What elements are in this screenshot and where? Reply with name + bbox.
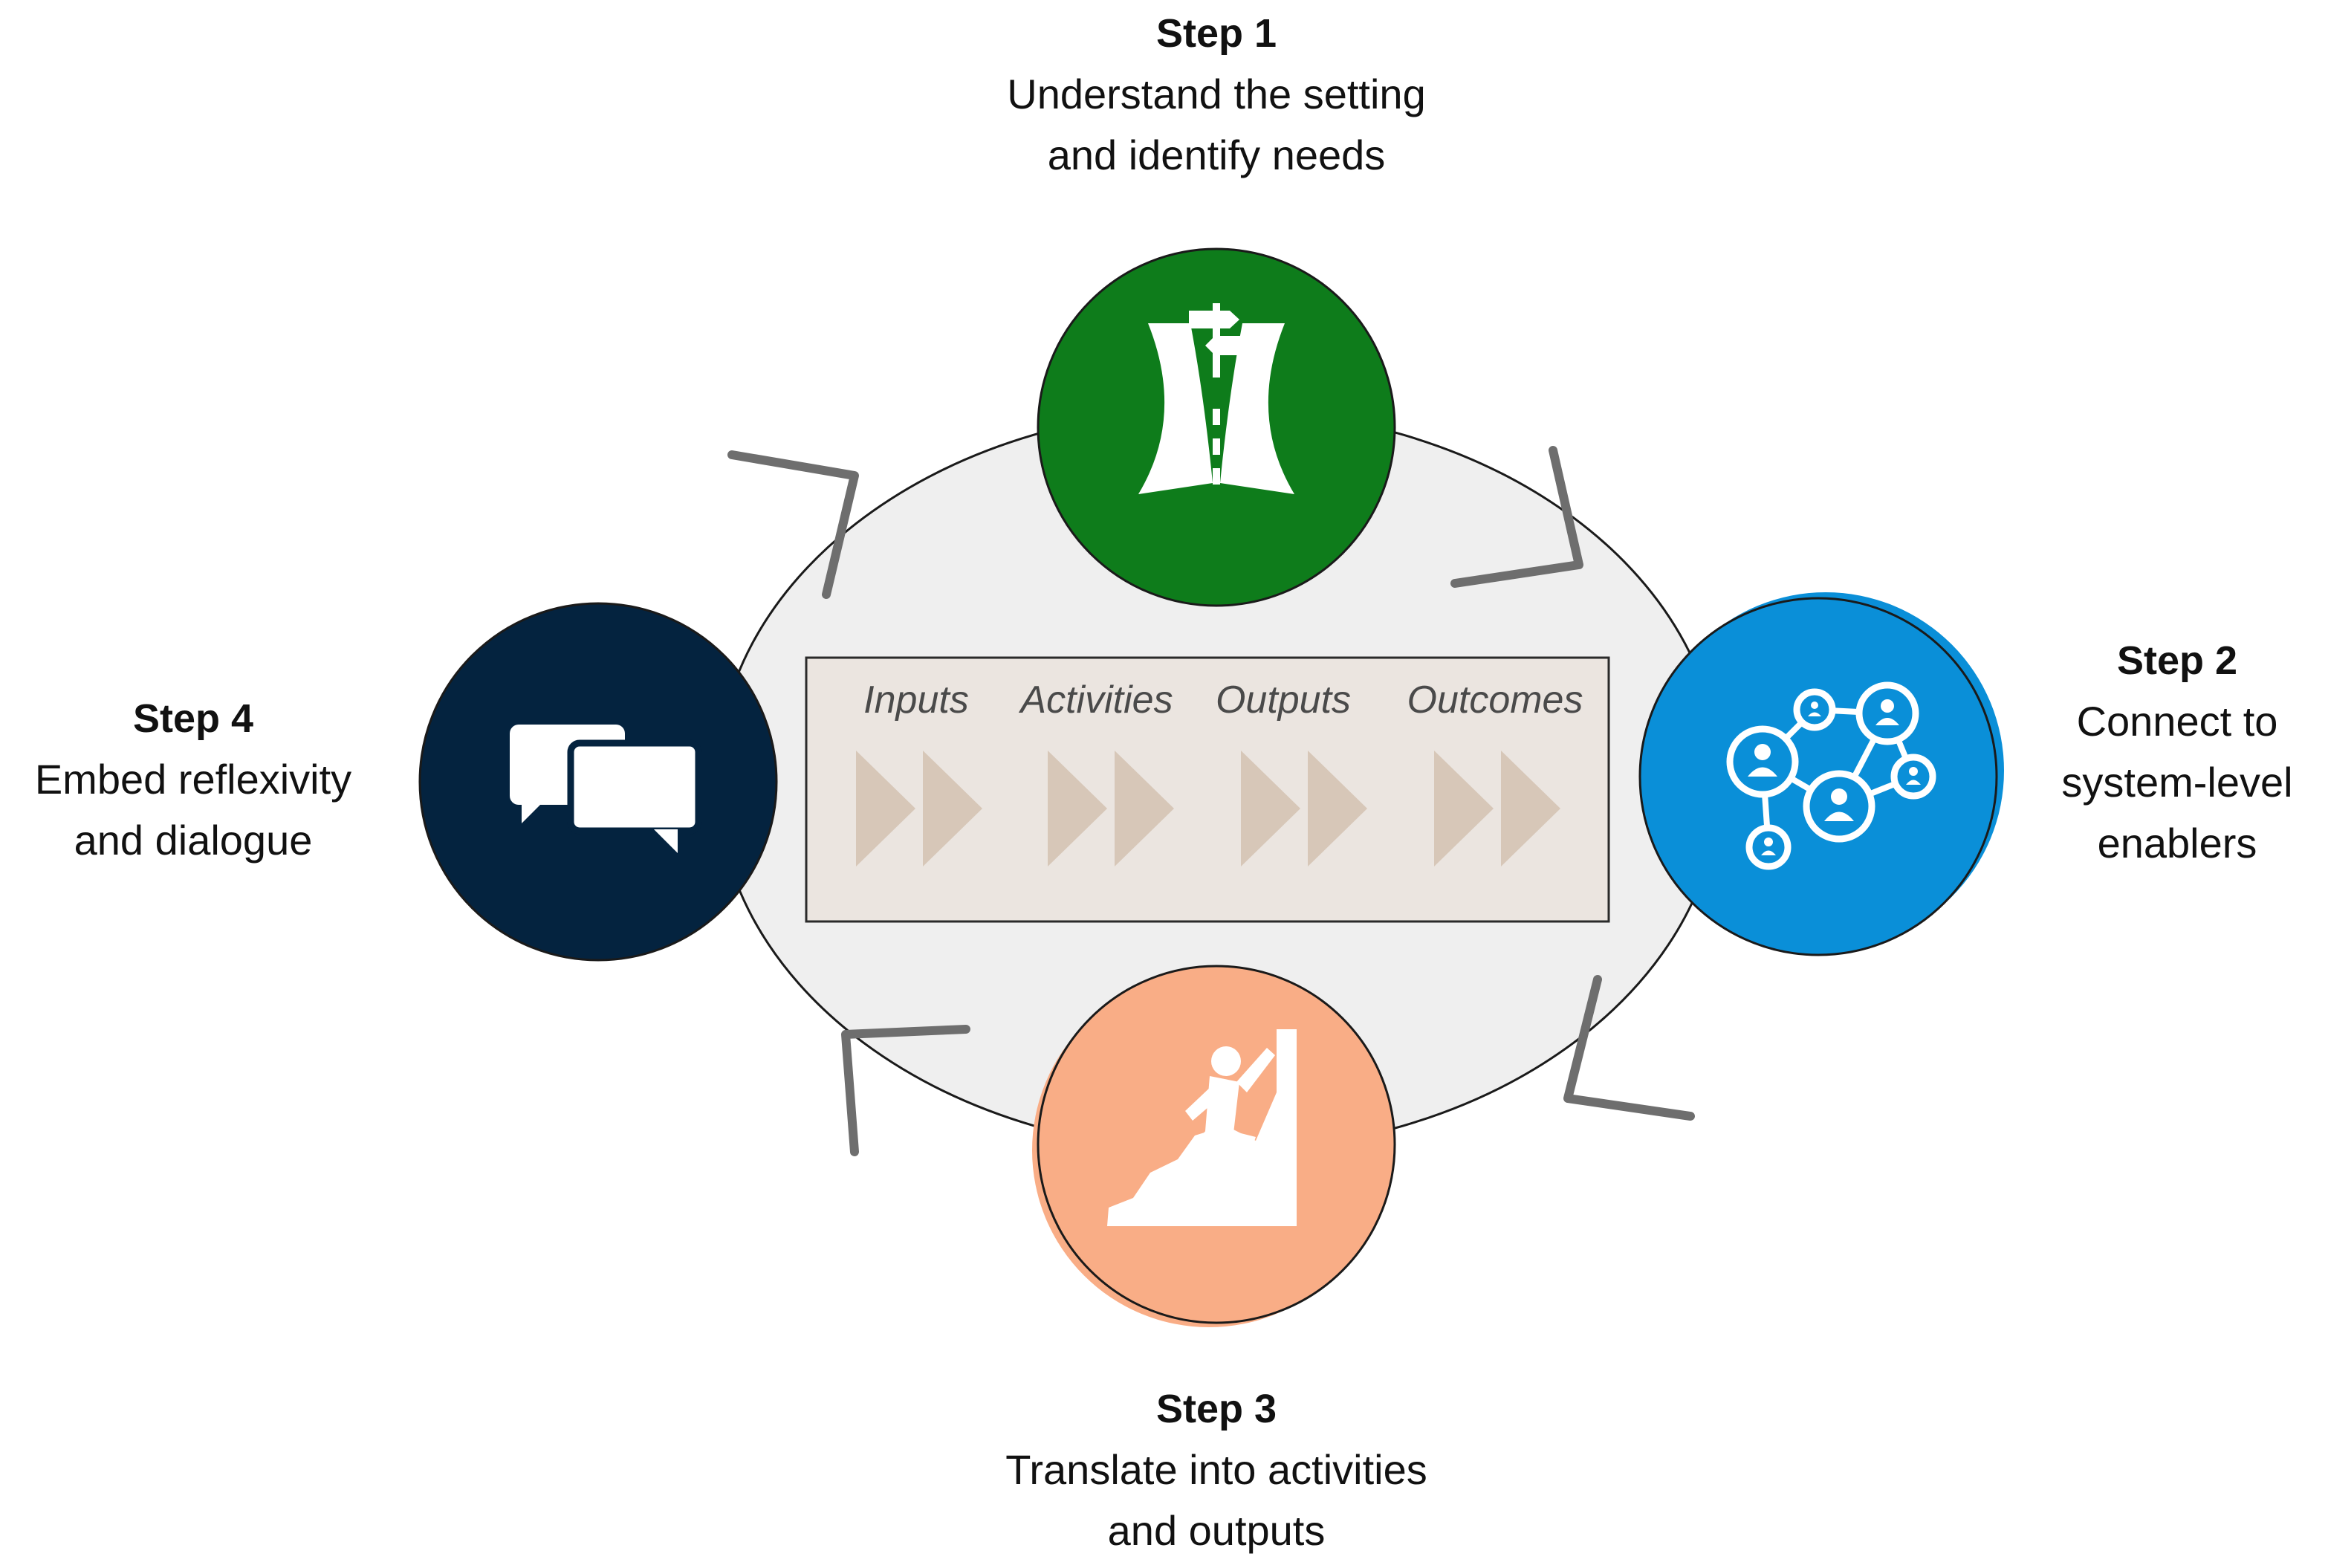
people-network-icon [1726, 681, 1936, 870]
chevron [1501, 751, 1560, 866]
stage-label-activities: Activities [1020, 678, 1173, 722]
cycle-arrow-top-left [727, 450, 859, 599]
chevron [1308, 751, 1367, 866]
step1-label: Step 1 Understand the setting and identi… [919, 3, 1514, 186]
step4-title: Step 4 [132, 696, 254, 741]
chevron [856, 751, 915, 866]
step3-line-1: Translate into activities [1005, 1446, 1427, 1493]
stage-chevrons [856, 751, 1560, 866]
step4-label: Step 4 Embed reflexivity and dialogue [0, 688, 386, 871]
stage-label-inputs: Inputs [863, 678, 969, 722]
cycle-arrow-top-right [1450, 446, 1583, 588]
crossroads-signpost-icon [1138, 303, 1294, 494]
chevron [1048, 751, 1107, 866]
chat-bubbles-icon [510, 725, 702, 853]
step4-line-1: Embed reflexivity [34, 756, 352, 803]
chevron [1115, 751, 1174, 866]
step1-line-2: and identify needs [1047, 132, 1386, 178]
step2-line-3: enablers [2097, 820, 2257, 866]
step2-title: Step 2 [2116, 638, 2238, 683]
step2-circle [1638, 597, 1998, 956]
climber-icon [1107, 1029, 1297, 1226]
chevron [1241, 751, 1300, 866]
stage-label-outputs: Outputs [1215, 678, 1352, 722]
step4-line-2: and dialogue [74, 817, 313, 864]
cycle-arrow-bottom-left [841, 1025, 970, 1156]
cycle-arrow-bottom-right [1563, 975, 1695, 1121]
logic-model-box [805, 656, 1610, 923]
chevron [923, 751, 982, 866]
step1-title: Step 1 [1155, 11, 1277, 56]
stage-label-outcomes: Outcomes [1407, 678, 1583, 722]
step3-label: Step 3 Translate into activities and out… [919, 1379, 1514, 1561]
chevron [1434, 751, 1494, 866]
step1-line-1: Understand the setting [1007, 71, 1426, 117]
cycle-arrows [727, 446, 1695, 1156]
step2-label: Step 2 Connect to system-level enablers [2029, 630, 2326, 874]
step3-title: Step 3 [1155, 1387, 1277, 1431]
step1-circle [1037, 247, 1396, 607]
step2-line-1: Connect to [2076, 698, 2278, 745]
step2-line-2: system-level [2061, 759, 2293, 806]
step3-line-2: and outputs [1107, 1507, 1326, 1554]
